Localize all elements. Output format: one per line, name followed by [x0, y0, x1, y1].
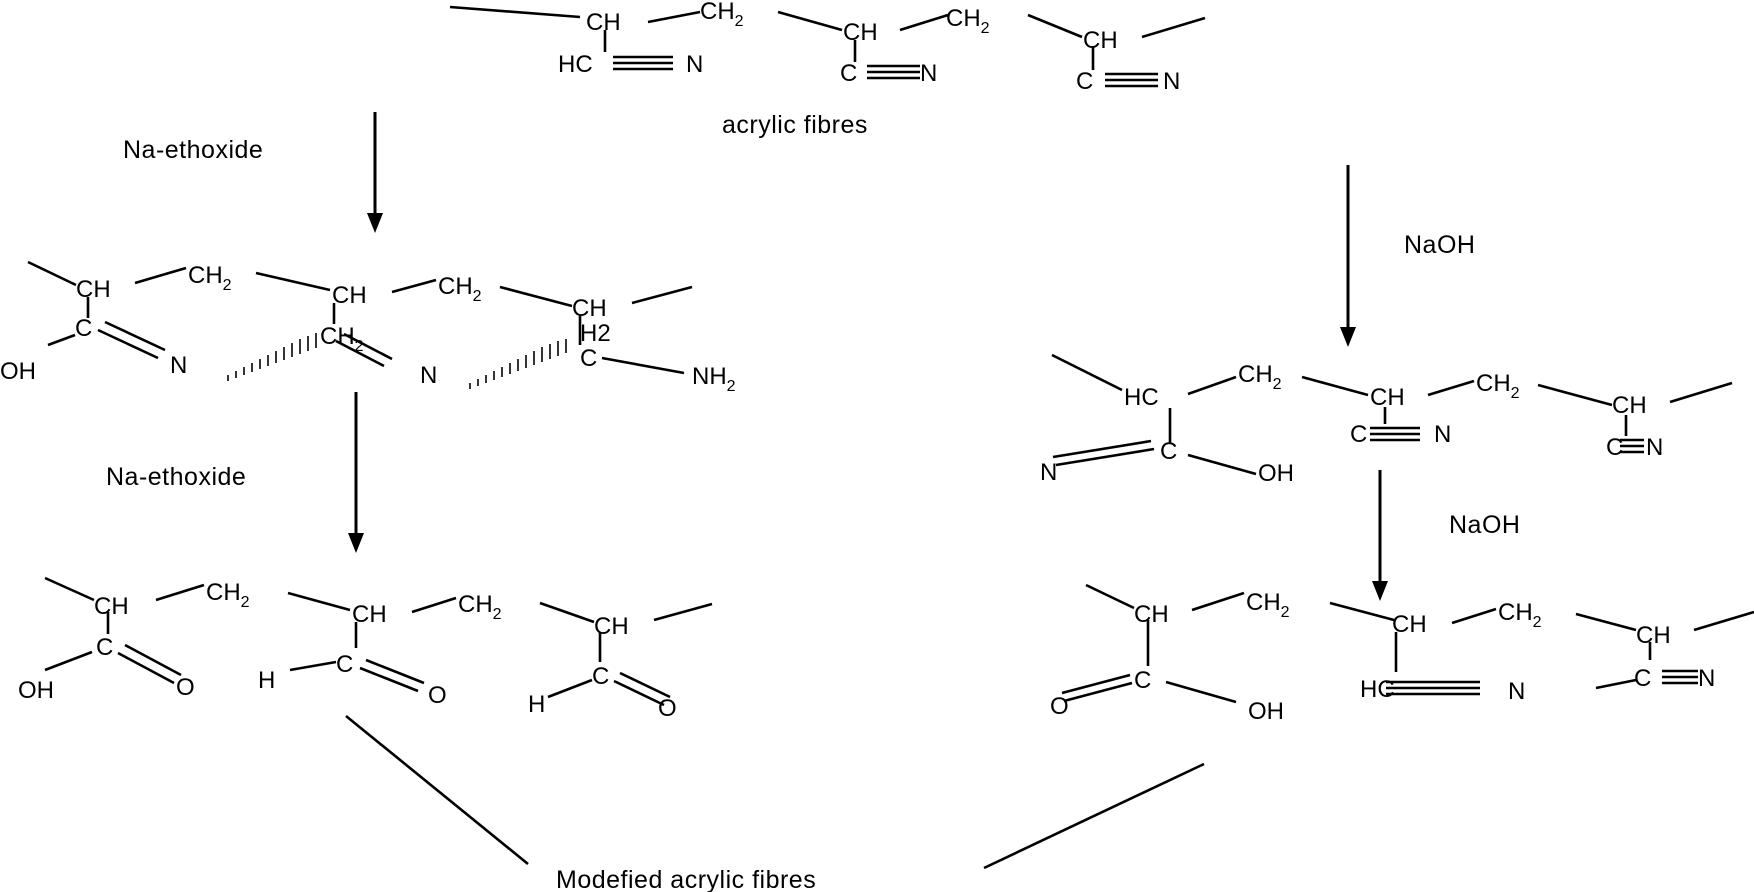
connector-line-left: [345, 714, 529, 866]
atom-ch2: CH2: [206, 579, 250, 611]
atom-n: N: [170, 352, 187, 379]
atom-ch2: CH2: [1498, 599, 1542, 631]
atom-c: C: [75, 315, 92, 342]
atom-ch2: CH2: [1246, 589, 1290, 621]
atom-n: N: [1434, 421, 1451, 448]
left-arrow-2: [348, 392, 364, 553]
atom-n: N: [1646, 434, 1663, 461]
atom-c: C: [1134, 667, 1151, 694]
right-arrow-2: [1372, 470, 1388, 601]
atom-n: N: [686, 51, 703, 78]
label-modified-acrylic-fibres: Modefied acrylic fibres: [556, 866, 816, 892]
atom-ch: CH: [94, 593, 129, 620]
atom-ch: CH: [586, 9, 621, 36]
hashed-bond: [469, 339, 567, 389]
atom-h2: H2: [580, 320, 611, 347]
atom-ch: CH: [594, 613, 629, 640]
atom-h: H: [528, 691, 545, 718]
atom-ch: CH: [1083, 27, 1118, 54]
atom-ch: CH: [1636, 622, 1671, 649]
reagent-na-ethoxide-2: Na-ethoxide: [106, 463, 246, 491]
atom-n: N: [1040, 459, 1057, 486]
atom-o: O: [658, 695, 677, 722]
title-acrylic-fibres: acrylic fibres: [722, 111, 868, 139]
reagent-naoh-1: NaOH: [1404, 231, 1475, 259]
atom-n: N: [1508, 678, 1525, 705]
acrylic-fibre-structure: CH CH2 CH CH2 CH HC N C N C N: [449, 0, 1206, 95]
atom-n: N: [1698, 665, 1715, 692]
left-intermediate-structure: CH CH2 CH CH2 CH C OH N CH2 N H2 C NH2: [0, 260, 736, 395]
reagent-na-ethoxide-1: Na-ethoxide: [123, 136, 263, 164]
atom-c: C: [336, 651, 353, 678]
atom-nh2: NH2: [692, 363, 736, 395]
atom-c: C: [96, 634, 113, 661]
reagent-naoh-2: NaOH: [1449, 511, 1520, 539]
hashed-bond: [227, 333, 317, 381]
right-intermediate-structure: HC CH2 CH CH2 CH C N C N N C OH: [1040, 353, 1733, 487]
atom-oh: OH: [1248, 698, 1284, 725]
atom-c: C: [592, 663, 609, 690]
atom-c: C: [1606, 434, 1623, 461]
atom-c: C: [1350, 421, 1367, 448]
left-product-structure: CH CH2 CH CH2 CH C OH O C H O C H O: [18, 576, 713, 722]
atom-c: C: [1160, 438, 1177, 465]
atom-o: O: [1050, 693, 1069, 720]
atom-n: N: [920, 60, 937, 87]
atom-hc: HC: [1124, 384, 1159, 411]
connector-line-right: [983, 762, 1205, 870]
atom-ch2: CH2: [946, 5, 990, 37]
atom-n: N: [1163, 68, 1180, 95]
atom-ch: CH: [1612, 392, 1647, 419]
atom-ch: CH: [572, 295, 607, 322]
atom-ch2: CH2: [700, 0, 744, 30]
atom-oh: OH: [1258, 460, 1294, 487]
atom-oh: OH: [0, 358, 36, 385]
atom-o: O: [428, 682, 447, 709]
atom-ch2: CH2: [438, 273, 482, 305]
atom-c: C: [1076, 68, 1093, 95]
atom-n: N: [420, 362, 437, 389]
atom-ch2: CH2: [188, 262, 232, 294]
atom-ch: CH: [1392, 611, 1427, 638]
atom-ch: CH: [843, 19, 878, 46]
atom-o: O: [176, 674, 195, 701]
atom-c: C: [1634, 665, 1651, 692]
atom-ch: CH: [352, 601, 387, 628]
atom-h: H: [258, 667, 275, 694]
atom-ch: CH: [1134, 601, 1169, 628]
right-arrow-1: [1340, 165, 1356, 347]
atom-ch: CH: [1370, 384, 1405, 411]
left-arrow-1: [367, 112, 383, 233]
atom-ch: CH: [76, 276, 111, 303]
atom-ch2: CH2: [1238, 361, 1282, 393]
atom-ch2: CH2: [458, 591, 502, 623]
atom-hc: HC: [558, 51, 593, 78]
atom-hc: HC: [1360, 676, 1395, 703]
atom-ch2: CH2: [1476, 370, 1520, 402]
atom-oh: OH: [18, 677, 54, 704]
right-product-structure: CH CH2 CH CH2 CH O C OH HC N C N: [1050, 583, 1754, 725]
atom-ch: CH: [332, 282, 367, 309]
atom-c: C: [840, 60, 857, 87]
atom-ch2: CH2: [320, 323, 364, 355]
atom-c: C: [580, 345, 597, 372]
